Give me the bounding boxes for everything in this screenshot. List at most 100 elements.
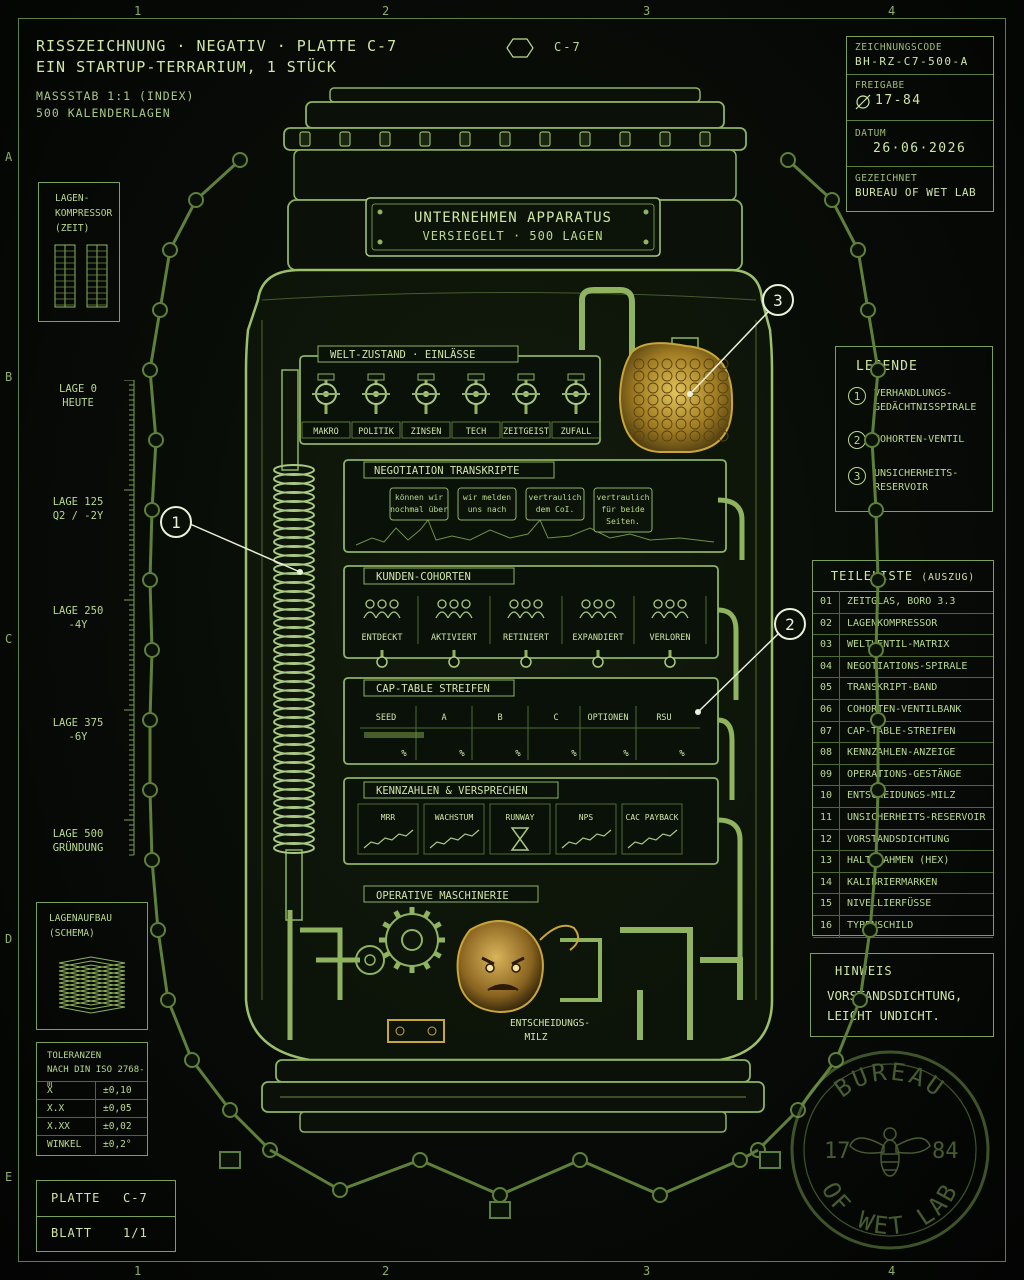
scale-1-b: Q2 / -2Y <box>52 510 104 522</box>
grid-col-4-top: 4 <box>888 4 896 18</box>
tol-value: ±0,2° <box>103 1139 132 1150</box>
scale-mark-250: LAGE 250 -4Y <box>38 604 118 632</box>
kpi-wachstum: WACHSTUM <box>423 803 485 855</box>
code-cell: ZEICHNUNGSCODE BH-RZ-C7-500-A <box>847 37 993 75</box>
legend-text: COHORTEN-VENTIL <box>874 433 996 447</box>
cap-column-b: B% <box>471 706 521 760</box>
kpi-label: NPS <box>579 813 594 822</box>
cap-column-c: C% <box>527 706 577 760</box>
valve-zinsen: ZINSEN <box>401 373 451 439</box>
cohort-label: EXPANDIERT <box>572 633 623 643</box>
part-name: CAP-TABLE-STREIFEN <box>847 725 956 737</box>
plate-marker: C-7 <box>506 38 776 58</box>
hexagon-icon <box>506 38 534 58</box>
part-name: LAGENKOMPRESSOR <box>847 617 938 629</box>
part-name: WELTVENTIL-MATRIX <box>847 639 950 651</box>
part-number: 03 <box>813 634 840 656</box>
cap-unit: % <box>459 749 465 759</box>
cohort-expandiert: EXPANDIERT <box>572 596 635 668</box>
cohort-retiniert: RETINIERT <box>503 596 563 668</box>
callout-2: 2 <box>695 608 806 715</box>
legend-text: VERHANDLUNGS- GEDÄCHTNISSPIRALE <box>874 387 996 415</box>
title-line-2: EIN STARTUP-TERRARIUM, 1 STÜCK <box>36 58 337 76</box>
grid-row-a: A <box>5 150 13 164</box>
part-number: 01 <box>813 591 840 613</box>
negotiation-memory-spiral <box>273 369 315 921</box>
shelf-negotiation: NEGOTIATION TRANSKRIPTE können wirnochma… <box>343 459 727 553</box>
grid-col-1-bottom: 1 <box>134 1264 142 1278</box>
drawn-label: GEZEICHNET <box>855 173 918 184</box>
bubble-text: nochmal über <box>390 505 448 514</box>
cap-unit: % <box>401 749 407 759</box>
tolerance-row: WINKEL±0,2° <box>37 1135 147 1154</box>
tol-value: ±0,10 <box>103 1085 132 1096</box>
cap-column-label: OPTIONEN <box>588 713 629 723</box>
bubble-text: für beide <box>601 505 645 514</box>
tol-value: ±0,02 <box>103 1121 132 1132</box>
cap-unit: % <box>623 749 629 759</box>
tol-key: X.X <box>47 1103 65 1114</box>
code-label: ZEICHNUNGSCODE <box>855 42 943 53</box>
decision-spleen: ENTSCHEIDUNGS- MILZ <box>456 920 590 1043</box>
cohort-title: KUNDEN-COHORTEN <box>376 571 471 583</box>
callout-2-number: 2 <box>785 615 795 634</box>
structure-label-2: (SCHEMA) <box>49 928 95 939</box>
legend-line: VERHANDLUNGS- <box>874 388 953 399</box>
cohort-label: RETINIERT <box>503 633 549 643</box>
part-number: 15 <box>813 893 840 915</box>
diameter-icon <box>855 94 871 110</box>
cap-column-rsu: RSU% <box>635 706 685 760</box>
bubble-text: vertraulich <box>529 493 582 502</box>
scale-2-a: LAGE 250 <box>52 605 104 617</box>
nameplate-line-1: UNTERNEHMEN APPARATUS <box>414 210 612 226</box>
part-number: 04 <box>813 655 840 678</box>
bubble-text: vertraulich <box>597 493 650 502</box>
sheet-key: BLATT <box>51 1226 93 1240</box>
parts-row: 03 WELTVENTIL-MATRIX <box>813 634 993 657</box>
kpi-label: WACHSTUM <box>435 813 474 822</box>
cohort-label: AKTIVIERT <box>431 633 477 643</box>
structure-label-1: LAGENAUFBAU <box>49 913 112 924</box>
cohort-aktiviert: AKTIVIERT <box>431 596 491 668</box>
small-gear-icon <box>355 945 385 975</box>
part-name: TRANSKRIPT-BAND <box>847 682 938 694</box>
valve-label: ZEITGEIST <box>503 427 549 437</box>
legend-line: UNSICHERHEITS- <box>874 468 959 479</box>
layer-stack-icon <box>58 956 126 1014</box>
valve-makro: MAKRO <box>301 373 351 439</box>
part-number: 13 <box>813 850 840 872</box>
legend-line: GEDÄCHTNISSPIRALE <box>874 402 977 413</box>
legend-line: RESERVOIR <box>874 482 929 493</box>
grid-col-3-bottom: 3 <box>643 1264 651 1278</box>
scale-2-b: -4Y <box>68 619 88 631</box>
compressor-label-3: (ZEIT) <box>55 223 90 234</box>
part-name: OPERATIONS-GESTÄNGE <box>847 768 962 780</box>
side-pipes <box>717 497 745 990</box>
part-name: COHORTEN-VENTILBANK <box>847 704 962 715</box>
tol-key: X.XX <box>47 1121 70 1132</box>
bubble-text: uns nach <box>468 505 507 514</box>
kpi-nps: NPS <box>555 803 617 855</box>
valve-zufall: ZUFALL <box>551 373 601 439</box>
structure-label: LAGENAUFBAU (SCHEMA) <box>49 911 112 941</box>
valve-label: POLITIK <box>358 427 395 437</box>
sheet-value: 1/1 <box>123 1226 148 1240</box>
stamp-right-number: 84 <box>932 1139 959 1164</box>
scale-mark-375: LAGE 375-6Y <box>38 716 118 744</box>
